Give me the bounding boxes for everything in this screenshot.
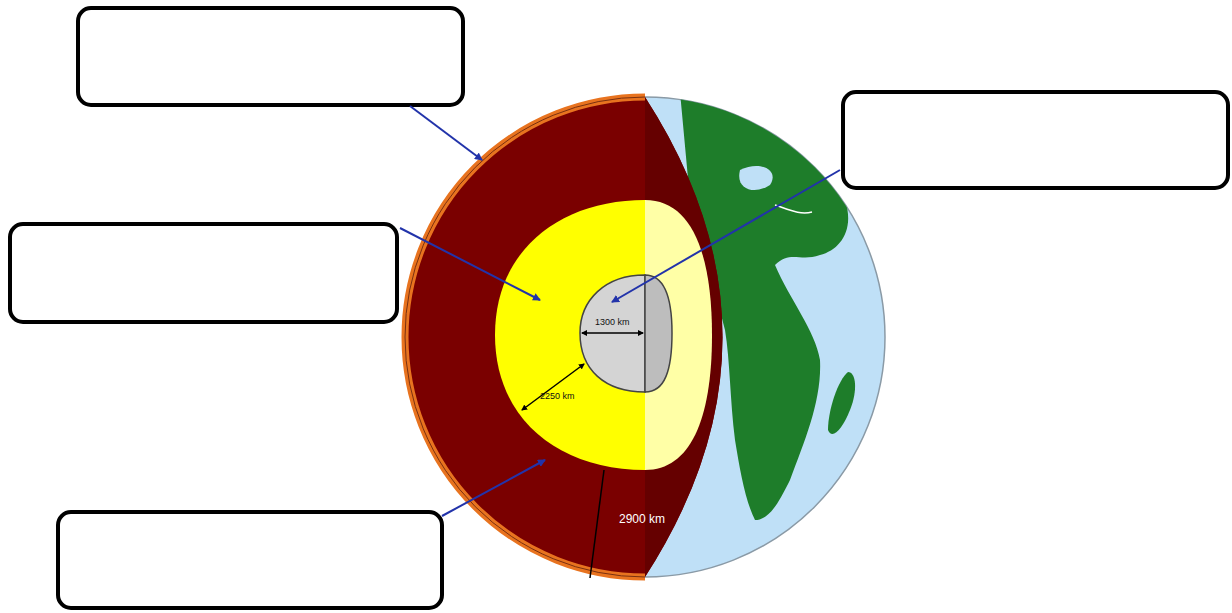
leader-arrow bbox=[400, 228, 540, 300]
dimension-label: 2900 km bbox=[619, 513, 665, 525]
dimension-line bbox=[582, 332, 643, 334]
leader-arrow bbox=[612, 170, 840, 302]
blank-label-box bbox=[58, 512, 442, 608]
dimension-label: 2250 km bbox=[540, 392, 575, 401]
crust-edge bbox=[405, 97, 645, 577]
dimension-line bbox=[590, 470, 604, 578]
leader-arrow bbox=[410, 106, 482, 160]
outer-core-shade bbox=[645, 200, 712, 470]
blank-label-box bbox=[78, 8, 463, 105]
crust bbox=[405, 97, 645, 577]
mantle-shade bbox=[645, 97, 723, 577]
leader-arrow bbox=[442, 460, 545, 516]
dimension-line bbox=[522, 364, 584, 410]
inner-core bbox=[580, 275, 645, 392]
outer-core bbox=[495, 200, 645, 470]
blank-label-box bbox=[843, 92, 1228, 188]
inner-core-shade bbox=[645, 275, 672, 392]
dimension-label: 1300 km bbox=[595, 318, 630, 327]
mantle bbox=[405, 97, 723, 577]
blank-label-box bbox=[10, 224, 397, 322]
